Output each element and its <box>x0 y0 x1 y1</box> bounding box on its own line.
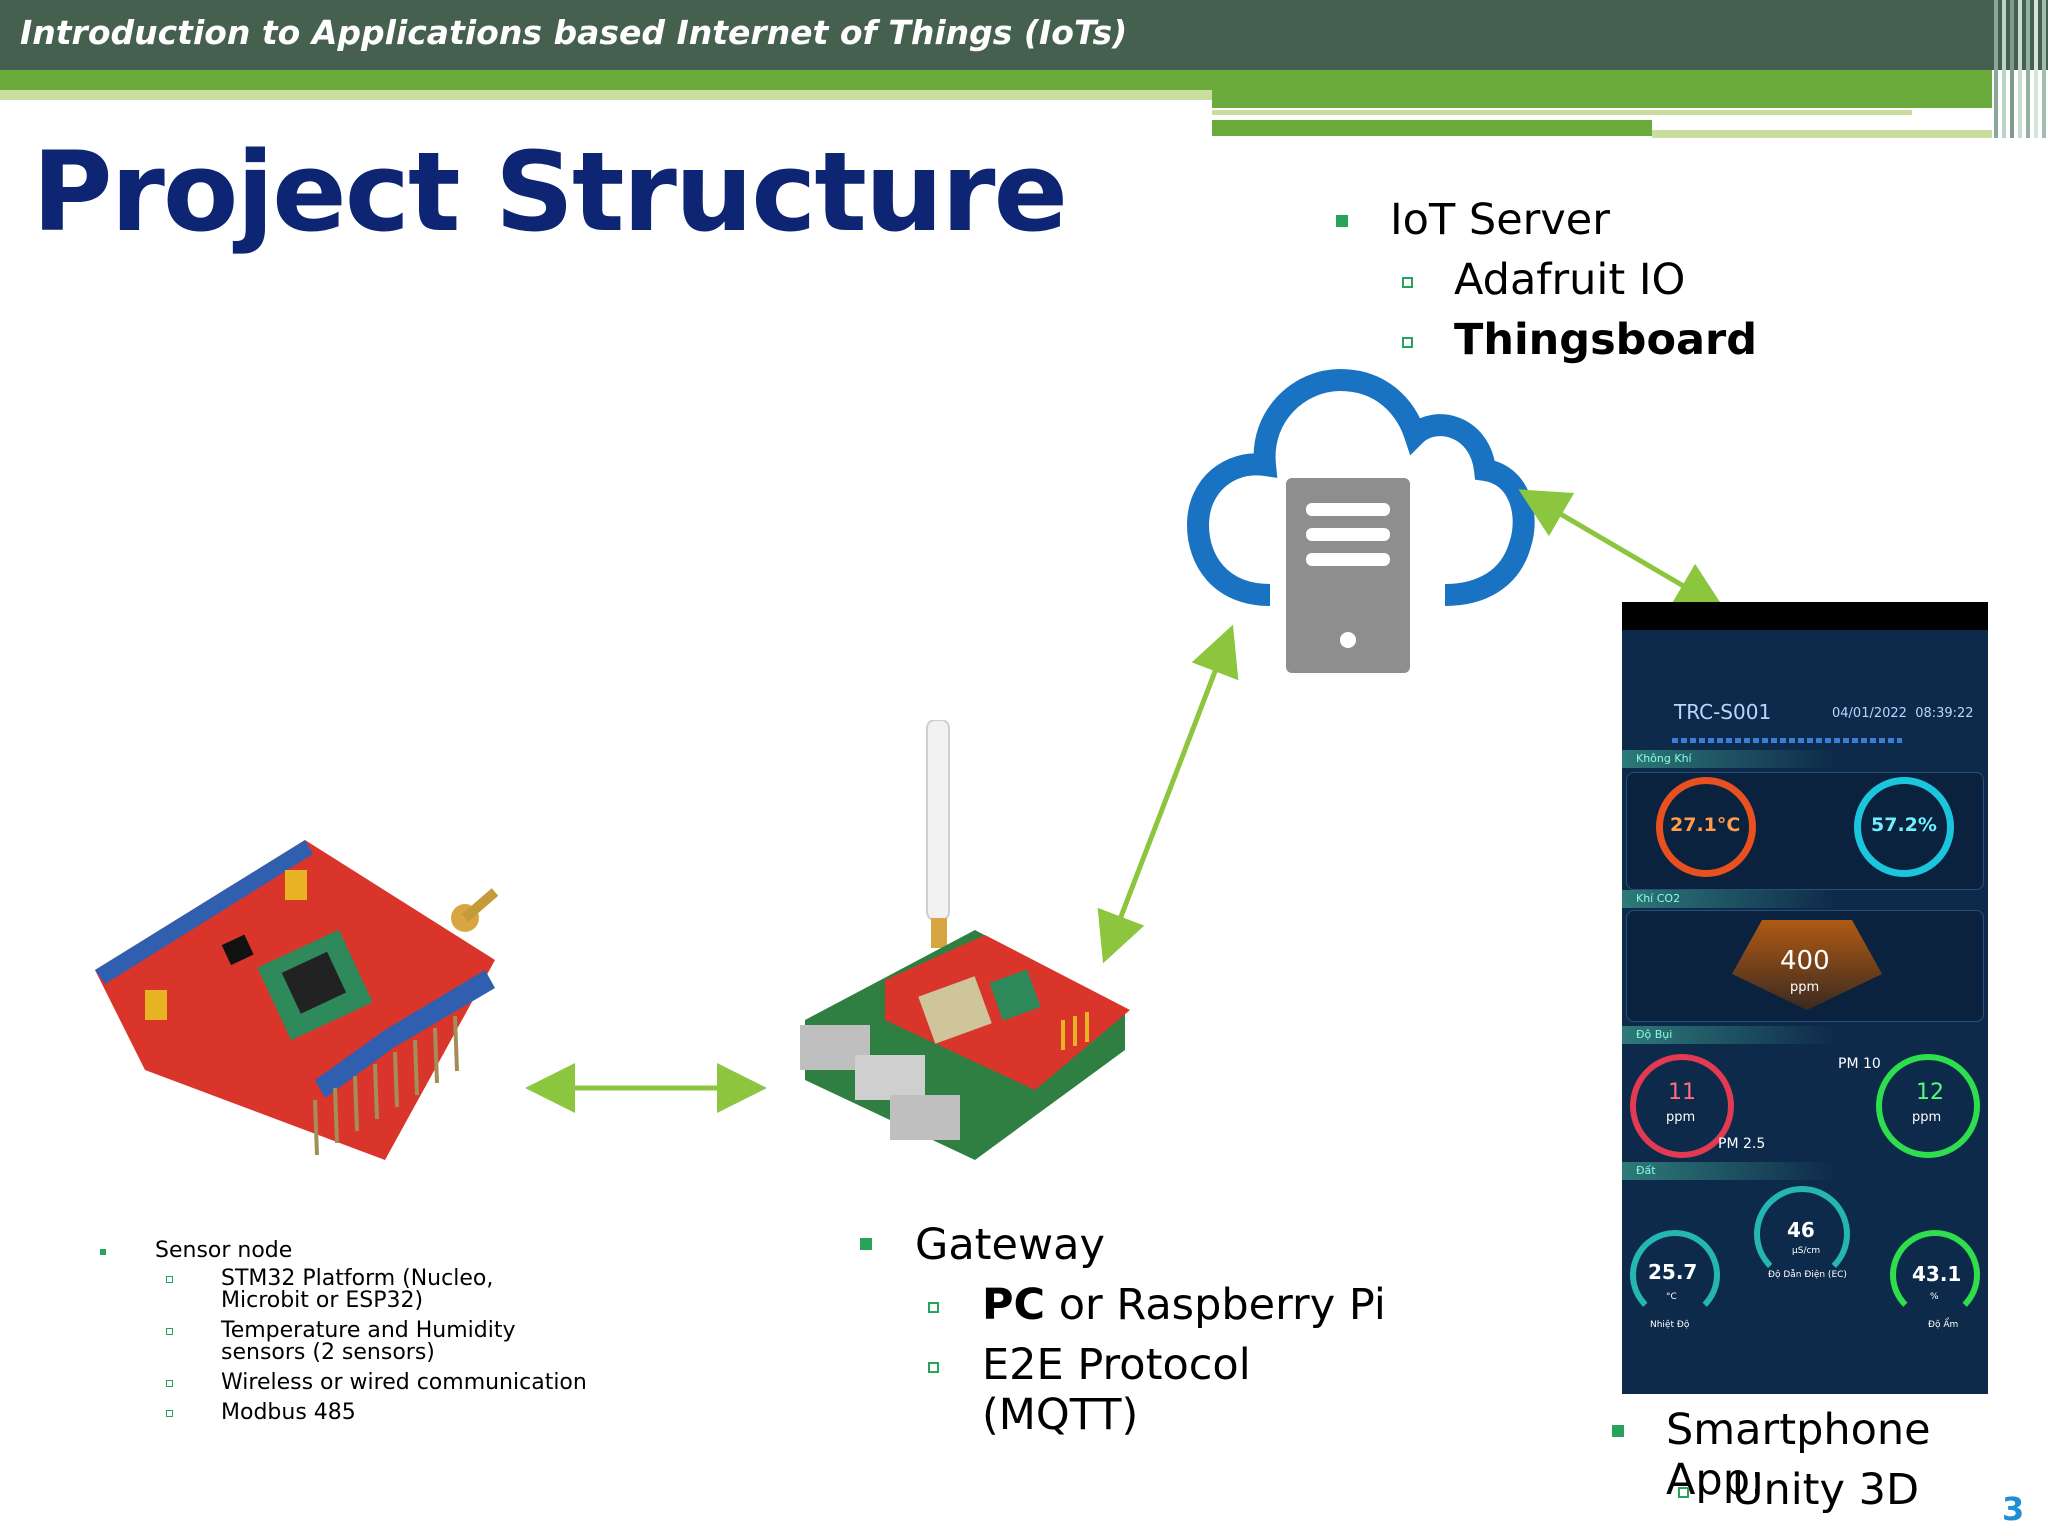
soil-temp-unit: °C <box>1666 1292 1677 1302</box>
course-title: Introduction to Applications based Inter… <box>20 13 1128 52</box>
temperature-value: 27.1°C <box>1670 814 1741 836</box>
co2-value: 400 <box>1780 946 1830 976</box>
pm10-label: PM 10 <box>1838 1056 1881 1072</box>
list-item: Temperature and Humidity sensors (2 sens… <box>100 1320 561 1364</box>
page-number: 3 <box>2002 1490 2025 1528</box>
sub-bullet-icon <box>928 1362 939 1373</box>
list-item: Adafruit IO <box>1320 255 1840 315</box>
soil-temp-gauge <box>1630 1230 1720 1320</box>
section-air-label: Không Khí <box>1622 750 1836 768</box>
header-green-bar-right <box>1212 70 1992 108</box>
ec-value: 46 <box>1787 1218 1815 1242</box>
pm25-unit: ppm <box>1666 1110 1696 1125</box>
header-stripe <box>2002 0 2006 138</box>
ec-unit: µS/cm <box>1792 1246 1821 1256</box>
sub-bullet-icon <box>1402 277 1413 288</box>
bullet-icon <box>860 1238 872 1250</box>
pm25-gauge <box>1630 1054 1734 1158</box>
header-light-bar <box>0 90 1212 100</box>
sub-bullet-icon <box>166 1380 173 1387</box>
header-stripe <box>2026 0 2030 138</box>
gateway-board-image <box>800 720 1130 1160</box>
sensor-node-board-image <box>95 840 499 1160</box>
cloud-server-icon <box>1186 368 1535 673</box>
smartphone-heading: Smartphone App: <box>1612 1405 2032 1505</box>
pm10-unit: ppm <box>1912 1110 1942 1125</box>
arrow-server-app <box>1518 489 1726 611</box>
device-id: TRC-S001 <box>1674 700 1772 724</box>
soil-temp-label: Nhiệt Độ <box>1650 1320 1690 1330</box>
header-stripe <box>2034 0 2038 138</box>
sub-bullet-icon <box>1678 1487 1689 1498</box>
humidity-value: 57.2% <box>1871 814 1937 836</box>
humidity-gauge <box>1854 777 1954 877</box>
list-item: Unity 3D <box>1612 1465 2032 1525</box>
header-line <box>1212 110 1912 115</box>
bullet-icon <box>1336 215 1348 227</box>
ec-label: Độ Dẫn Điện (EC) <box>1768 1270 1847 1280</box>
bullet-icon <box>1612 1425 1624 1437</box>
gateway-heading: Gateway <box>860 1220 1420 1280</box>
soil-humidity-unit: % <box>1930 1292 1939 1302</box>
bullet-icon <box>100 1249 106 1255</box>
header-stripe <box>2010 0 2014 138</box>
gateway-list: Gateway PC or Raspberry Pi E2E Protocol … <box>860 1220 1420 1440</box>
server-icon <box>1286 478 1410 673</box>
header-line <box>1652 130 1992 138</box>
soil-humidity-label: Độ Ẩm <box>1928 1320 1959 1330</box>
sub-bullet-icon <box>166 1410 173 1417</box>
header-banner <box>0 0 2048 70</box>
iot-server-heading: IoT Server <box>1320 195 1840 255</box>
list-item: Thingsboard <box>1320 315 1840 375</box>
pm25-value: 11 <box>1668 1080 1696 1105</box>
header-stripe <box>1994 0 1998 138</box>
pm10-gauge <box>1876 1054 1980 1158</box>
list-item: Modbus 485 <box>100 1402 620 1424</box>
progress-dots <box>1672 738 1902 743</box>
sub-bullet-icon <box>1402 337 1413 348</box>
phone-status-bar <box>1622 602 1988 630</box>
soil-humidity-gauge <box>1890 1230 1980 1320</box>
list-item: Wireless or wired communication <box>100 1372 620 1394</box>
section-co2-label: Khí CO2 <box>1622 890 1836 908</box>
slide-title: Project Structure <box>32 128 1068 256</box>
temperature-gauge <box>1656 777 1756 877</box>
list-item: E2E Protocol (MQTT) <box>860 1340 1420 1440</box>
sub-bullet-icon <box>166 1328 173 1335</box>
list-item: PC or Raspberry Pi <box>860 1280 1420 1340</box>
header-line <box>1212 120 1652 136</box>
list-item: STM32 Platform (Nucleo, Microbit or ESP3… <box>100 1268 561 1312</box>
header-stripe <box>2018 0 2022 138</box>
sensor-node-heading: Sensor node <box>100 1238 620 1268</box>
sub-bullet-icon <box>928 1302 939 1313</box>
sensor-node-list: Sensor node STM32 Platform (Nucleo, Micr… <box>100 1238 620 1432</box>
soil-humidity-value: 43.1 <box>1912 1262 1962 1286</box>
section-soil-label: Đất <box>1622 1162 1836 1180</box>
header-stripe <box>2042 0 2046 138</box>
soil-temp-value: 25.7 <box>1648 1260 1698 1284</box>
dashboard-datetime: 04/01/2022 08:39:22 <box>1832 706 1974 721</box>
iot-server-list: IoT Server Adafruit IO Thingsboard <box>1320 195 1840 375</box>
co2-unit: ppm <box>1790 980 1820 995</box>
header-green-bar <box>0 70 1212 90</box>
section-dust-label: Độ Bụi <box>1622 1026 1836 1044</box>
ec-gauge <box>1754 1186 1850 1282</box>
smartphone-dashboard-image: TRC-S001 04/01/2022 08:39:22 Không Khí 2… <box>1622 602 1988 1394</box>
smartphone-app-list: Smartphone App: Unity 3D <box>1612 1405 2032 1525</box>
sub-bullet-icon <box>166 1276 173 1283</box>
pm10-value: 12 <box>1916 1080 1944 1105</box>
pm25-label: PM 2.5 <box>1718 1136 1766 1152</box>
